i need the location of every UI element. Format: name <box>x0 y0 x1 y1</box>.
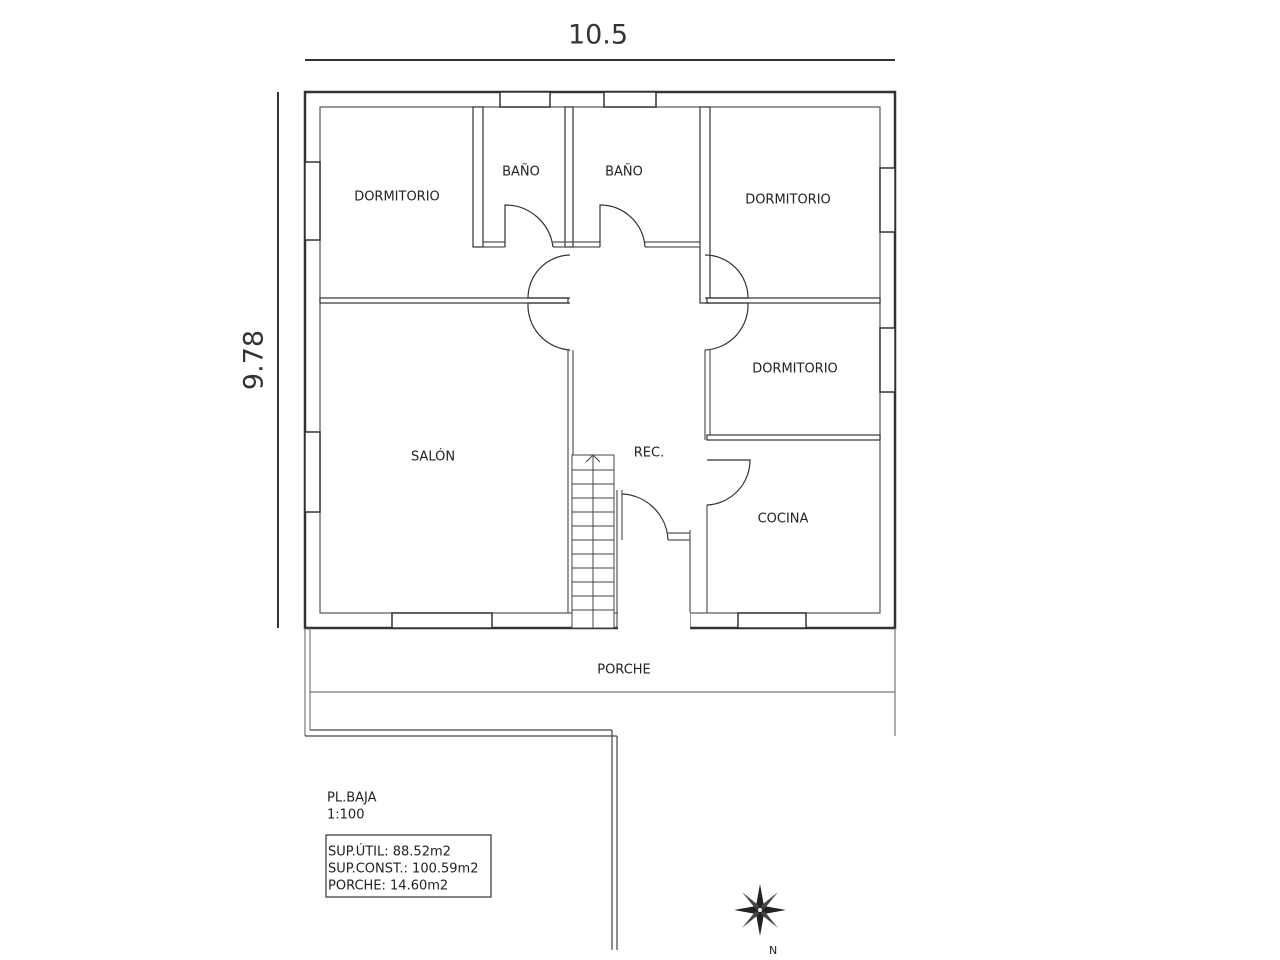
door-dormitorio-2 <box>704 254 749 299</box>
interior-walls <box>319 106 881 630</box>
surface-porche: PORCHE: 14.60m2 <box>328 879 448 894</box>
door-dormitorio-3 <box>704 302 749 351</box>
window-bottom-cocina <box>737 612 807 629</box>
width-dimension: 10.5 <box>305 20 895 61</box>
window-left-lower <box>304 431 321 513</box>
depth-dimension: 9.78 <box>239 92 279 628</box>
window-bottom-salon <box>391 612 493 629</box>
door-salon <box>527 302 571 351</box>
surface-const: SUP.CONST.: 100.59m2 <box>328 862 478 877</box>
compass-north-label: N <box>769 944 777 957</box>
door-cocina <box>706 459 751 506</box>
room-label-cocina: COCINA <box>758 512 809 527</box>
plan-name: PL.BAJA <box>327 791 377 806</box>
room-labels: DORMITORIO BAÑO BAÑO DORMITORIO DORMITOR… <box>354 164 838 678</box>
plan-scale: 1:100 <box>327 808 364 823</box>
depth-dimension-label: 9.78 <box>239 330 270 390</box>
door-dormitorio-1 <box>527 254 571 299</box>
window-right-middle <box>879 327 896 393</box>
window-top-right <box>603 91 657 108</box>
room-label-dormitorio-3: DORMITORIO <box>752 362 838 377</box>
porch <box>304 628 896 950</box>
surface-util: SUP.ÚTIL: 88.52m2 <box>328 844 451 860</box>
window-right-upper <box>879 167 896 233</box>
room-label-salon: SALÓN <box>411 449 455 465</box>
room-label-bano-2: BAÑO <box>605 164 643 180</box>
windows <box>304 91 896 629</box>
compass-icon: N <box>734 884 786 957</box>
room-label-dormitorio-2: DORMITORIO <box>745 193 831 208</box>
window-left-upper <box>304 161 321 241</box>
window-top-left <box>499 91 551 108</box>
door-bano-1 <box>504 204 554 248</box>
surface-table <box>325 834 492 898</box>
door-bano-2 <box>599 204 646 248</box>
staircase <box>571 454 615 629</box>
room-label-bano-1: BAÑO <box>502 164 540 180</box>
door-swings <box>504 204 751 541</box>
room-label-recibidor: REC. <box>634 446 664 461</box>
door-entrada <box>621 493 669 541</box>
width-dimension-label: 10.5 <box>568 20 628 51</box>
room-label-dormitorio-1: DORMITORIO <box>354 190 440 205</box>
plan-legend: PL.BAJA 1:100 SUP.ÚTIL: 88.52m2 SUP.CONS… <box>325 791 492 898</box>
room-label-porche: PORCHE <box>597 663 651 678</box>
